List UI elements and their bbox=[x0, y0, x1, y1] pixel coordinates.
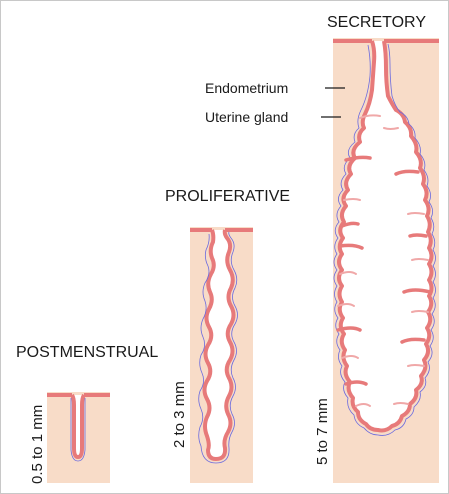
proliferative-thickness-label: 2 to 3 mm bbox=[171, 381, 188, 448]
postmenstrual-stage: POSTMENSTRUAL 0.5 to 1 mm bbox=[16, 344, 158, 484]
secretory-title: SECRETORY bbox=[327, 14, 426, 31]
endometrium-label: Endometrium bbox=[205, 80, 288, 96]
proliferative-title: PROLIFERATIVE bbox=[165, 188, 290, 205]
postmenstrual-thickness-label: 0.5 to 1 mm bbox=[29, 405, 46, 484]
postmenstrual-title: POSTMENSTRUAL bbox=[16, 344, 158, 361]
uterine-gland-label: Uterine gland bbox=[205, 109, 288, 125]
proliferative-stage: PROLIFERATIVE 2 to 3 mm bbox=[165, 188, 290, 483]
postmenstrual-gland bbox=[72, 395, 84, 457]
secretory-thickness-label: 5 to 7 mm bbox=[314, 398, 331, 465]
